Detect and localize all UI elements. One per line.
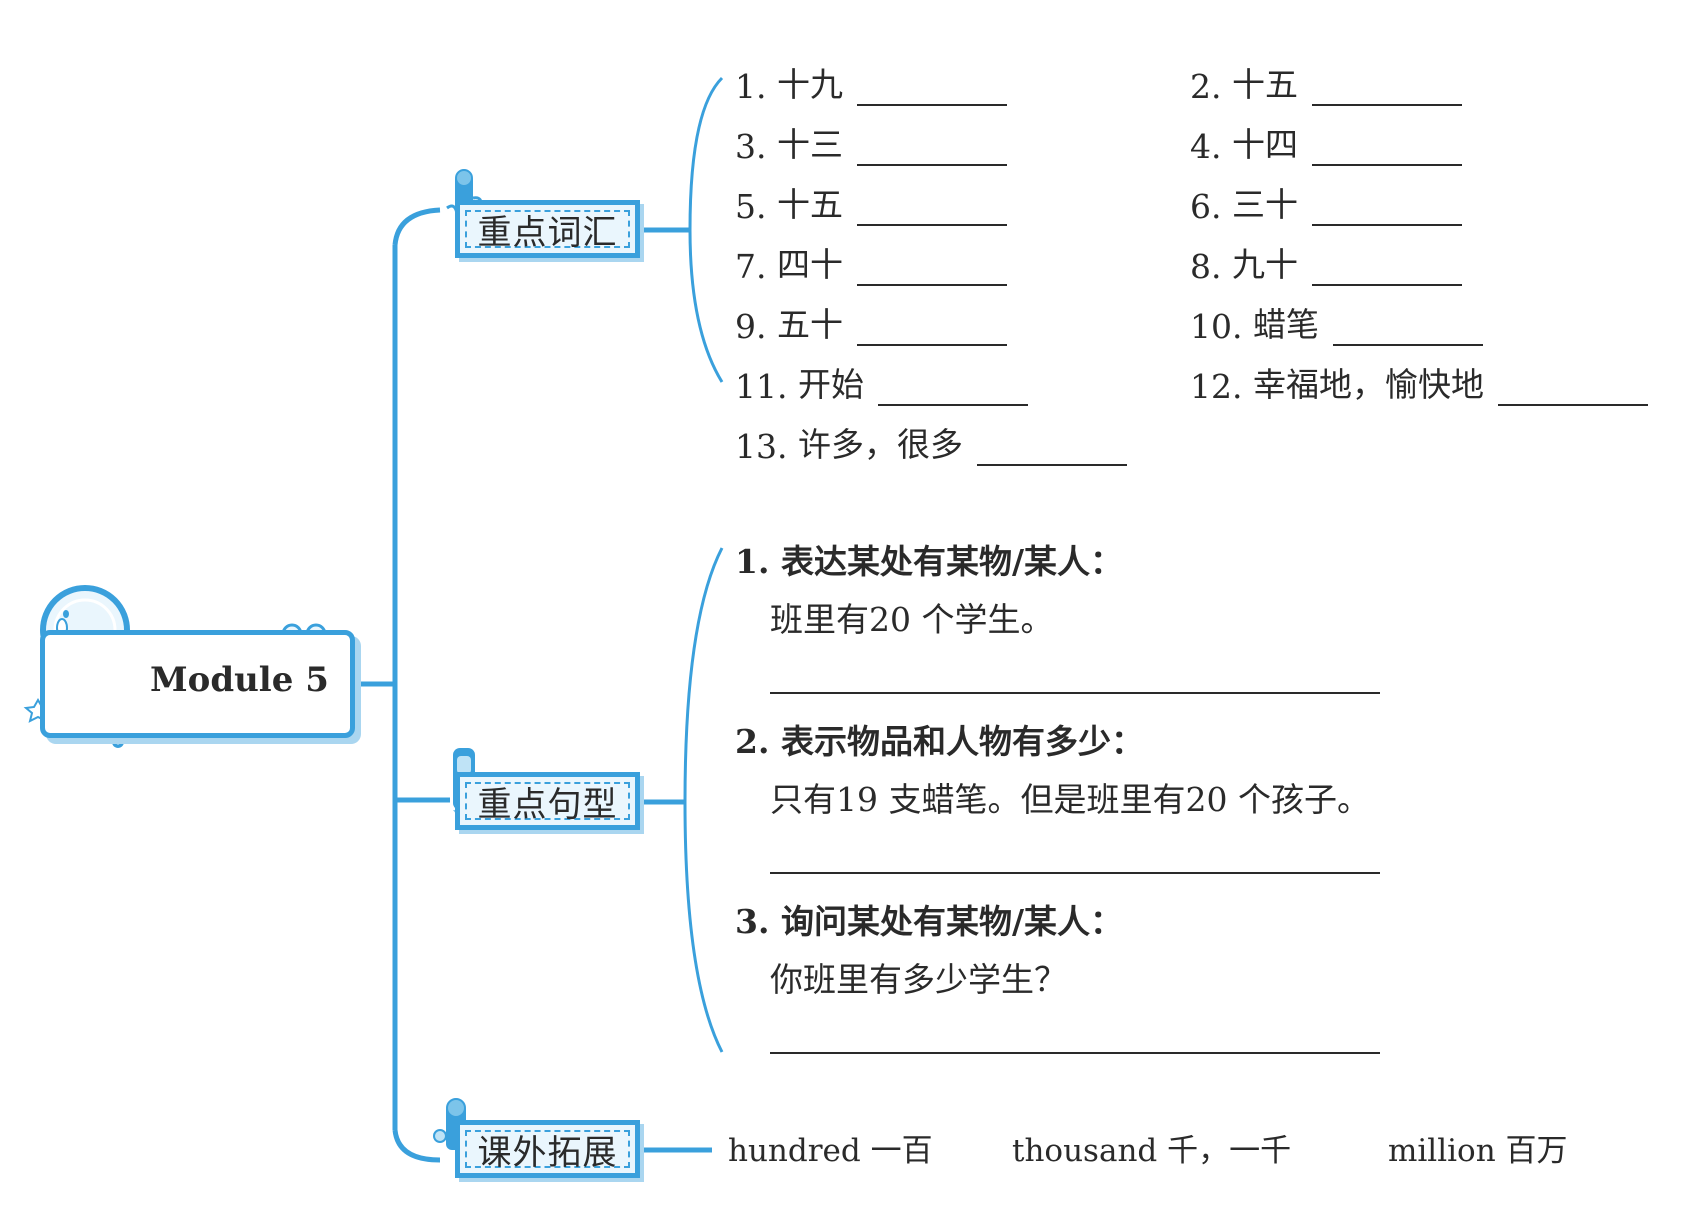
vocab-word: 十九: [777, 58, 843, 106]
vocab-num: 7.: [735, 247, 767, 286]
sentence-example: 班里有20 个学生。: [770, 593, 1053, 641]
vocab-item: 9. 五十: [735, 298, 1007, 346]
answer-blank[interactable]: [878, 374, 1028, 406]
vocab-item: 4. 十四: [1190, 118, 1462, 166]
vocab-item: 3. 十三: [735, 118, 1007, 166]
vocab-item: 13. 许多，很多: [735, 418, 1127, 466]
vocab-word: 十五: [777, 178, 843, 226]
vocab-word: 九十: [1232, 238, 1298, 286]
answer-blank[interactable]: [1312, 254, 1462, 286]
sentence-title: 1. 表达某处有某物/某人：: [735, 535, 1123, 583]
vocab-word: 十四: [1232, 118, 1298, 166]
vocab-num: 11.: [735, 367, 787, 406]
vocab-word: 十三: [777, 118, 843, 166]
root-title: Module 5: [150, 660, 329, 700]
vocab-num: 3.: [735, 127, 767, 166]
vocab-num: 1.: [735, 67, 767, 106]
answer-blank[interactable]: [1312, 194, 1462, 226]
vocab-num: 12.: [1190, 367, 1242, 406]
vocab-num: 4.: [1190, 127, 1222, 166]
vocab-num: 2.: [1190, 67, 1222, 106]
vocab-word: 十五: [1232, 58, 1298, 106]
sentence-example: 只有19 支蜡笔。但是班里有20 个孩子。: [770, 773, 1370, 821]
vocab-num: 9.: [735, 307, 767, 346]
answer-blank[interactable]: [857, 314, 1007, 346]
vocab-item: 8. 九十: [1190, 238, 1462, 286]
vocab-item: 12. 幸福地，愉快地: [1190, 358, 1648, 406]
vocab-item: 5. 十五: [735, 178, 1007, 226]
answer-blank[interactable]: [857, 194, 1007, 226]
branch-sentences: 重点句型: [455, 772, 640, 830]
sentence-bracket: [685, 548, 722, 1052]
answer-blank[interactable]: [857, 134, 1007, 166]
answer-line[interactable]: [770, 692, 1380, 694]
branch-sentences-label: 重点句型: [465, 782, 630, 820]
vocab-word: 五十: [777, 298, 843, 346]
branch-extension: 课外拓展: [455, 1120, 640, 1178]
answer-blank[interactable]: [1312, 74, 1462, 106]
sentence-title: 2. 表示物品和人物有多少：: [735, 715, 1144, 763]
vocab-item: 10. 蜡笔: [1190, 298, 1483, 346]
answer-blank[interactable]: [1312, 134, 1462, 166]
branch-vocab-label: 重点词汇: [465, 210, 630, 248]
extension-item: thousand 千，一千: [1012, 1125, 1291, 1170]
extension-item: hundred 一百: [728, 1125, 933, 1170]
vocab-num: 13.: [735, 427, 787, 466]
vocab-num: 8.: [1190, 247, 1222, 286]
sentence-title: 3. 询问某处有某物/某人：: [735, 895, 1123, 943]
branch-vocab: 重点词汇: [455, 200, 640, 258]
answer-blank[interactable]: [1333, 314, 1483, 346]
vocab-num: 6.: [1190, 187, 1222, 226]
vocab-word: 幸福地，愉快地: [1253, 358, 1484, 406]
vocab-item: 7. 四十: [735, 238, 1007, 286]
vocab-word: 四十: [777, 238, 843, 286]
vocab-num: 5.: [735, 187, 767, 226]
vocab-item: 6. 三十: [1190, 178, 1462, 226]
trunk-top-curve: [395, 210, 440, 245]
answer-line[interactable]: [770, 1052, 1380, 1054]
answer-blank[interactable]: [1498, 374, 1648, 406]
vocab-word: 蜡笔: [1253, 298, 1319, 346]
answer-blank[interactable]: [977, 434, 1127, 466]
vocab-num: 10.: [1190, 307, 1242, 346]
answer-blank[interactable]: [857, 74, 1007, 106]
answer-blank[interactable]: [857, 254, 1007, 286]
vocab-bracket: [690, 78, 722, 382]
answer-line[interactable]: [770, 872, 1380, 874]
sentence-example: 你班里有多少学生？: [770, 953, 1067, 1001]
vocab-item: 11. 开始: [735, 358, 1028, 406]
vocab-word: 开始: [798, 358, 864, 406]
vocab-word: 许多，很多: [798, 418, 963, 466]
vocab-item: 1. 十九: [735, 58, 1007, 106]
vocab-item: 2. 十五: [1190, 58, 1462, 106]
branch-extension-label: 课外拓展: [465, 1130, 630, 1168]
vocab-word: 三十: [1232, 178, 1298, 226]
extension-item: million 百万: [1388, 1125, 1568, 1170]
